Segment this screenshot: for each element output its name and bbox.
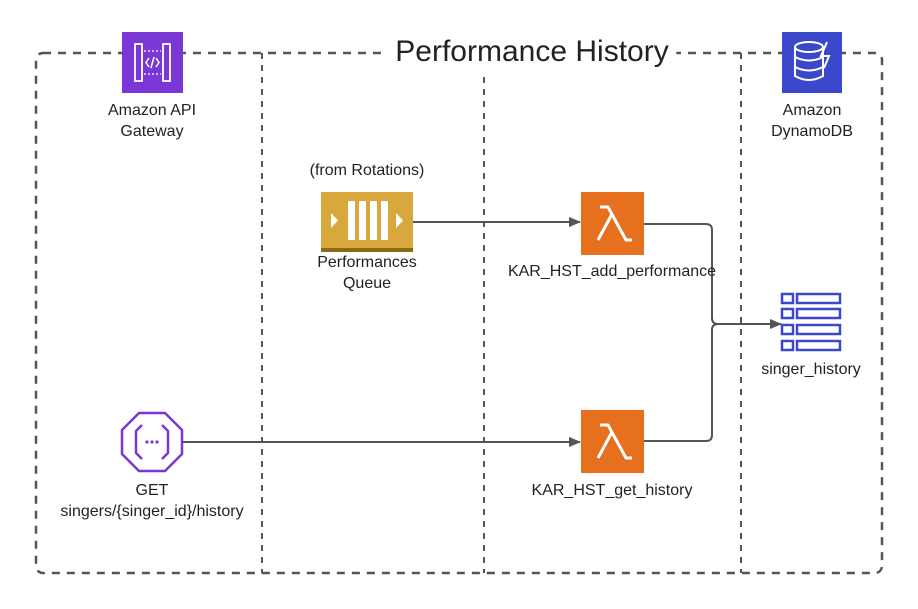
api-gateway-label-line-2: Gateway	[120, 123, 184, 140]
sqs-queue-icon	[321, 192, 413, 252]
queue-label-line-1: Performances	[317, 254, 417, 271]
dynamodb-label-line-1: Amazon	[782, 102, 842, 119]
endpoint-label: GET singers/{singer_id}/history	[60, 480, 243, 522]
get-lambda-label: KAR_HST_get_history	[531, 482, 693, 499]
dynamodb-icon	[782, 32, 842, 93]
table-label: singer_history	[761, 361, 861, 378]
api-gateway-label-line-1: Amazon API	[107, 102, 197, 119]
lambda-get-icon	[581, 410, 644, 473]
diagram-title: Performance History	[387, 33, 677, 71]
dynamodb-label: Amazon DynamoDB	[771, 100, 853, 142]
outer-boundary	[34, 51, 884, 575]
queue-label-line-2: Queue	[342, 275, 392, 292]
api-gateway-label: Amazon API Gateway	[108, 100, 196, 142]
lambda-add-icon	[581, 192, 644, 255]
api-gateway-icon	[122, 32, 183, 93]
endpoint-label-line-1: GET	[135, 482, 169, 499]
dynamodb-label-line-2: DynamoDB	[771, 123, 853, 140]
add-lambda-label: KAR_HST_add_performance	[507, 263, 717, 280]
api-endpoint-icon	[120, 411, 184, 473]
queue-source-note: (from Rotations)	[309, 162, 425, 179]
queue-label: Performances Queue	[317, 252, 417, 294]
dynamodb-table-icon	[780, 292, 842, 352]
endpoint-label-line-2: singers/{singer_id}/history	[60, 503, 244, 520]
connector-get-to-table	[644, 323, 719, 442]
